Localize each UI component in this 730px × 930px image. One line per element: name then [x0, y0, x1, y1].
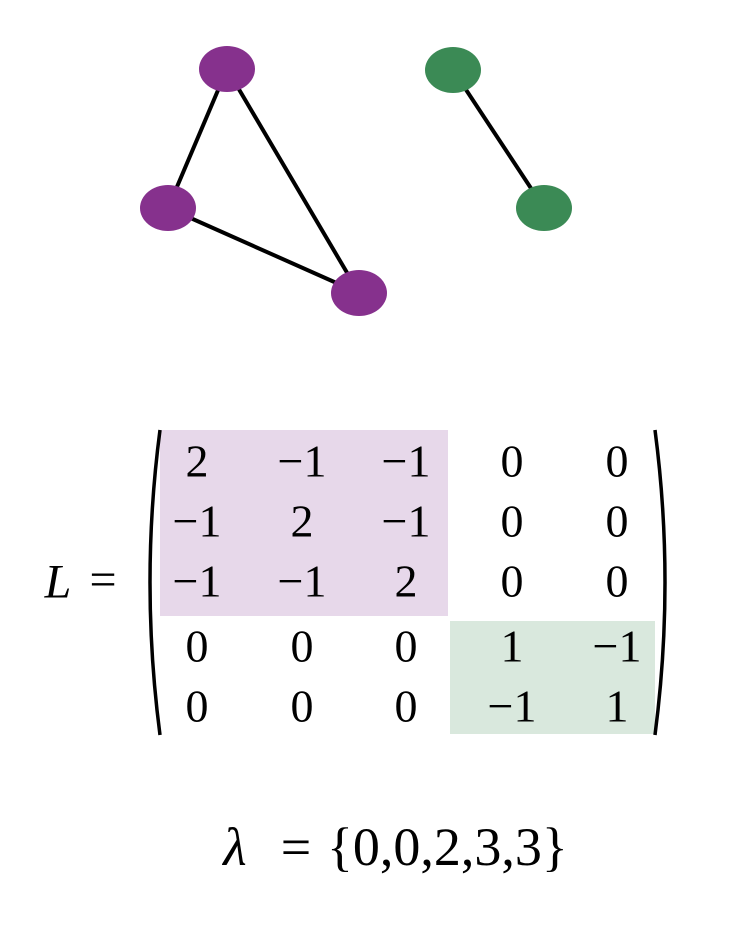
matrix-cell-r4-c2: 0 [291, 621, 314, 672]
matrix-cell-r3-c1: −1 [173, 556, 222, 607]
matrix-cell-r4-c4: 1 [501, 621, 524, 672]
matrix-cell-r5-c2: 0 [291, 681, 314, 732]
purple-component-block [160, 430, 448, 616]
matrix-cell-r5-c3: 0 [395, 681, 418, 732]
matrix-cell-r2-c3: −1 [382, 496, 431, 547]
matrix-label: L [44, 556, 72, 609]
matrix-cell-r4-c1: 0 [186, 621, 209, 672]
matrix-cell-r2-c4: 0 [501, 496, 524, 547]
matrix-cell-r3-c4: 0 [501, 556, 524, 607]
graph-node-c [331, 270, 387, 316]
matrix-cells: 2 −1 −1 0 0 −1 2 −1 0 0 −1 −1 2 0 0 0 0 0 1 −1 0 0 0 −1 1 [173, 436, 642, 732]
matrix-cell-r4-c5: −1 [593, 621, 642, 672]
matrix-cell-r1-c1: 2 [186, 436, 209, 487]
matrix-cell-r3-c5: 0 [606, 556, 629, 607]
graph-node-d [425, 47, 481, 93]
graph-node-b [140, 185, 196, 231]
matrix-cell-r1-c4: 0 [501, 436, 524, 487]
graph-edge-a-b [166, 68, 229, 209]
graph-node-a [199, 46, 255, 92]
matrix-cell-r1-c3: −1 [382, 436, 431, 487]
matrix-equals: = [89, 554, 116, 607]
matrix-cell-r1-c5: 0 [606, 436, 629, 487]
matrix-cell-r3-c2: −1 [278, 556, 327, 607]
matrix-cell-r3-c3: 2 [395, 556, 418, 607]
matrix-cell-r5-c1: 0 [186, 681, 209, 732]
eigenvalue-equals: = [281, 817, 311, 877]
graph-edge-b-c [167, 206, 360, 295]
graph-nodes [140, 46, 572, 316]
eigenvalue-symbol: λ [221, 817, 246, 877]
matrix-cell-r4-c3: 0 [395, 621, 418, 672]
matrix-cell-r2-c1: −1 [173, 496, 222, 547]
graph-edge-d-e [451, 68, 546, 210]
graph-node-e [516, 185, 572, 231]
matrix-cell-r2-c2: 2 [291, 496, 314, 547]
matrix-left-paren [148, 429, 162, 736]
green-component-block [450, 621, 655, 734]
matrix-right-paren [653, 429, 667, 736]
graph-edge-a-c [225, 67, 361, 295]
eigenvalue-set: {0,0,2,3,3} [327, 817, 568, 877]
matrix-cell-r1-c2: −1 [278, 436, 327, 487]
matrix-cell-r5-c5: 1 [606, 681, 629, 732]
matrix-cell-r2-c5: 0 [606, 496, 629, 547]
matrix-cell-r5-c4: −1 [488, 681, 537, 732]
graph-edges [166, 67, 546, 295]
